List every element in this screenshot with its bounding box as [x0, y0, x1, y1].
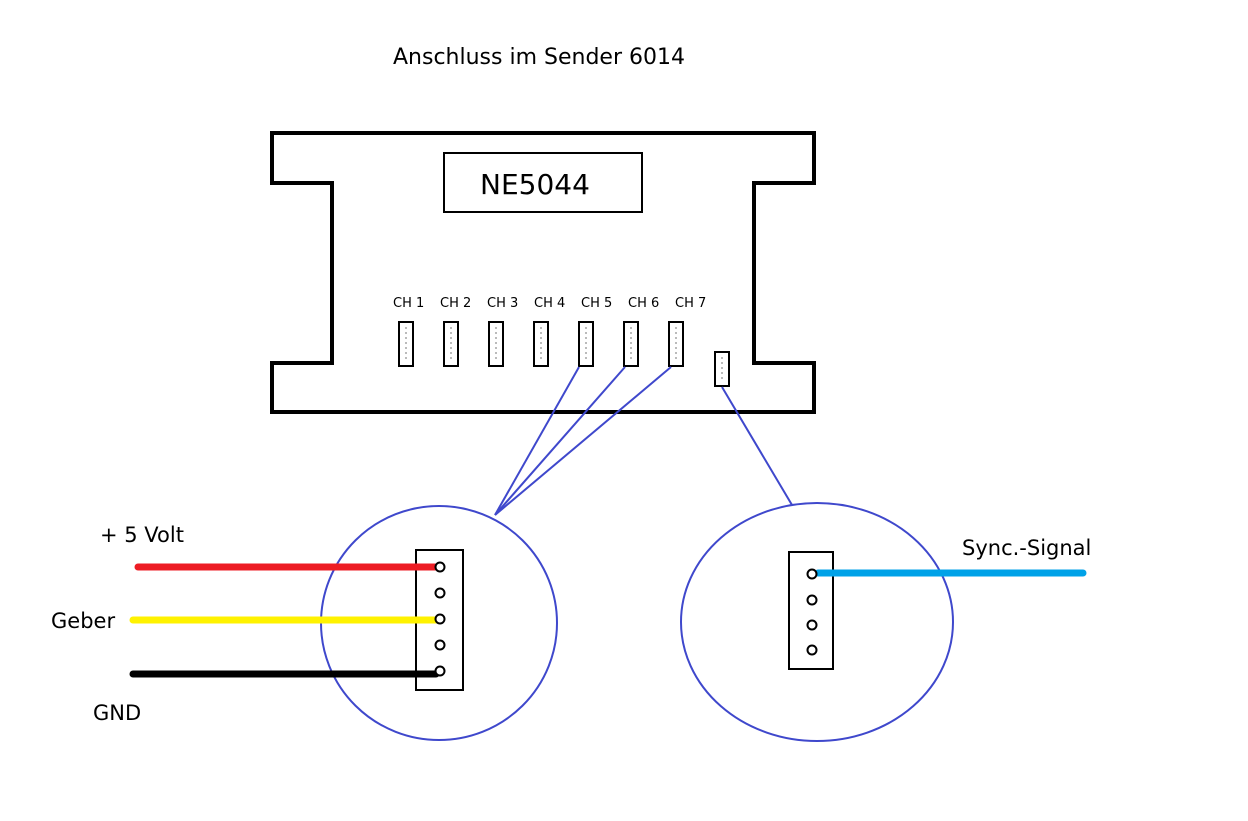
diagram-title: Anschluss im Sender 6014: [393, 45, 685, 70]
channel-connector-7: [668, 321, 684, 367]
channel-label-1: CH 1: [393, 296, 424, 311]
plug-pin: [434, 613, 446, 625]
plug-pin: [434, 561, 446, 573]
plug-pin: [806, 568, 818, 580]
chip-label: NE5044: [480, 168, 590, 201]
channel-label-2: CH 2: [440, 296, 471, 311]
label-sync: Sync.-Signal: [962, 536, 1091, 560]
board-outline: [270, 131, 816, 414]
plug-pin: [434, 639, 446, 651]
plug-pin: [806, 619, 818, 631]
channel-label-5: CH 5: [581, 296, 612, 311]
channel-label-4: CH 4: [534, 296, 565, 311]
leader-line-ch6: [494, 366, 626, 516]
label-plus5: + 5 Volt: [100, 523, 184, 547]
label-gnd: GND: [93, 701, 141, 725]
channel-label-6: CH 6: [628, 296, 659, 311]
channel-connector-6: [623, 321, 639, 367]
plug-pin: [806, 594, 818, 606]
channel-connector-3: [488, 321, 504, 367]
plug-pin: [806, 644, 818, 656]
label-geber: Geber: [51, 609, 115, 633]
plug-pin: [434, 587, 446, 599]
leader-line-ch7: [494, 366, 672, 516]
channel-label-7: CH 7: [675, 296, 706, 311]
plug-pin: [434, 665, 446, 677]
channel-connector-4: [533, 321, 549, 367]
leader-line-sync: [721, 386, 793, 506]
sync-connector-board: [714, 351, 730, 387]
channel-label-3: CH 3: [487, 296, 518, 311]
channel-connector-5: [578, 321, 594, 367]
channel-connector-1: [398, 321, 414, 367]
chip-ne5044: [443, 152, 643, 213]
zoom-circle-sync-plug: [680, 502, 954, 742]
channel-connector-2: [443, 321, 459, 367]
leader-line-ch5: [494, 366, 580, 516]
